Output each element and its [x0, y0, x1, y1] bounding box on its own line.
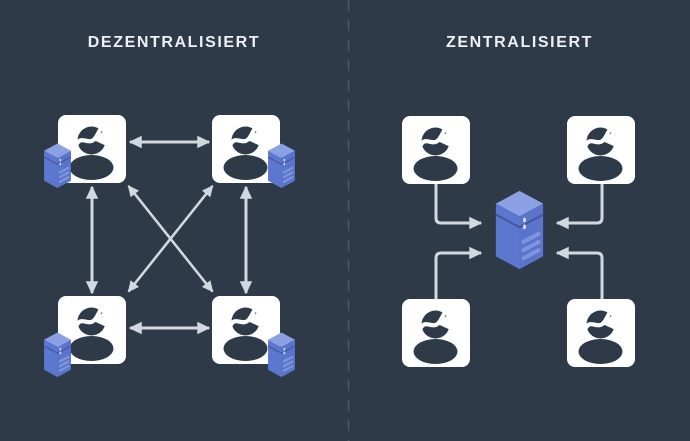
arrow-user2-user3	[127, 185, 214, 293]
arrow-user8-server	[555, 246, 604, 299]
decentralized-panel-title: DEZENTRALISIERT	[87, 34, 261, 51]
server-icon	[267, 332, 296, 378]
server-icon	[43, 143, 72, 189]
server-icon	[43, 332, 72, 378]
user-card-icon	[567, 299, 635, 367]
server-icon	[267, 143, 296, 189]
decentralized-panel: DEZENTRALISIERT	[87, 34, 261, 51]
arrow-user7-server	[434, 246, 483, 299]
star-connections	[434, 184, 604, 299]
arrow-user6-server	[555, 184, 604, 230]
mesh-connections	[85, 135, 253, 335]
central-server-icon	[496, 191, 543, 269]
arrow-user5-server	[434, 184, 483, 230]
user-card-icon	[402, 116, 470, 184]
user-card-icon	[567, 116, 635, 184]
user-card-icon	[402, 299, 470, 367]
centralized-panel: ZENTRALISIERT	[349, 0, 690, 441]
centralized-panel-title: ZENTRALISIERT	[445, 34, 594, 51]
